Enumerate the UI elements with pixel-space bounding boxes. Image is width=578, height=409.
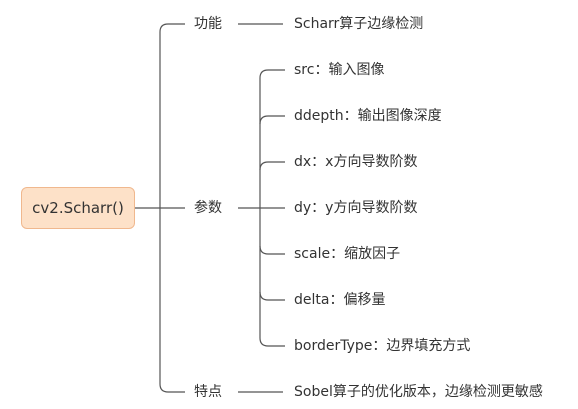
leaf-param-dx: dx：x方向导数阶数	[294, 154, 418, 170]
leaf-function: Scharr算子边缘检测	[294, 16, 424, 32]
connector-delta	[259, 291, 285, 301]
connector-ddepth	[259, 115, 285, 125]
leaf-param-src: src：输入图像	[294, 62, 385, 78]
leaf-param-ddepth: ddepth：输出图像深度	[294, 108, 442, 124]
leaf-param-scale: scale：缩放因子	[294, 246, 401, 262]
root-node: cv2.Scharr()	[21, 187, 135, 229]
branch-canshu: 参数	[194, 200, 222, 216]
leaf-param-dy: dy：y方向导数阶数	[294, 200, 418, 216]
connector-scale	[259, 245, 285, 255]
leaf-param-delta: delta：偏移量	[294, 292, 386, 308]
leaf-feature: Sobel算子的优化版本，边缘检测更敏感	[294, 384, 543, 400]
connector-dx	[259, 161, 285, 171]
branch-tedian: 特点	[194, 384, 222, 400]
root-label: cv2.Scharr()	[32, 199, 124, 217]
branch-gongneng: 功能	[194, 16, 222, 32]
leaf-param-bordertype: borderType：边界填充方式	[294, 338, 471, 354]
